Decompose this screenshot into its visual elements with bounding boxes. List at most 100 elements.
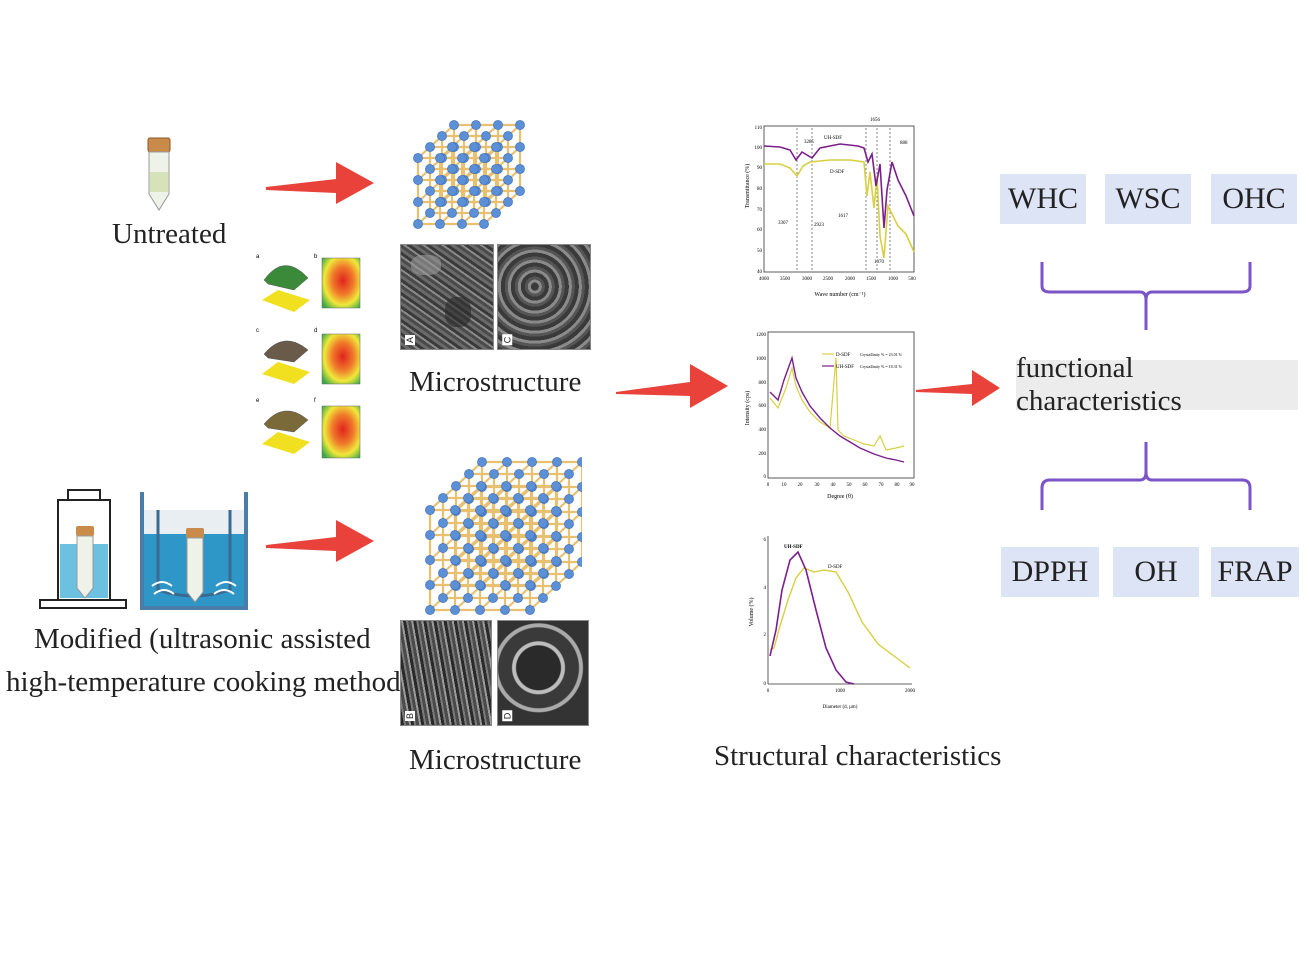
lattice-atom bbox=[438, 518, 448, 528]
lattice-atom bbox=[515, 164, 525, 174]
ftir-ytick: 100 bbox=[755, 146, 763, 151]
xrd-ytick: 0 bbox=[764, 475, 767, 480]
xrd-xtick: 40 bbox=[831, 483, 837, 488]
lattice-atom bbox=[513, 593, 523, 603]
lattice-atom bbox=[515, 120, 525, 130]
lattice-atom bbox=[475, 530, 485, 540]
ftir-ytick: 50 bbox=[757, 249, 763, 254]
lattice-atom bbox=[502, 457, 512, 467]
lattice-atom bbox=[500, 505, 510, 515]
lattice-atom bbox=[447, 186, 457, 196]
lattice-atom bbox=[438, 493, 448, 503]
psd-series-label-dsdf: D-SDF bbox=[828, 565, 843, 570]
lattice-atom bbox=[538, 493, 548, 503]
xrd-xtick: 70 bbox=[879, 483, 885, 488]
panel-letter-c: c bbox=[256, 328, 259, 334]
sem-image-d: D bbox=[497, 620, 589, 726]
lattice-atom bbox=[463, 518, 473, 528]
lattice-atom bbox=[477, 457, 487, 467]
lattice-atom bbox=[481, 131, 491, 141]
lattice-atom bbox=[476, 481, 486, 491]
ftir-xlabel: Wave number (cm⁻¹) bbox=[814, 291, 865, 298]
lattice-atom bbox=[488, 568, 498, 578]
psd-xtick: 0 bbox=[767, 689, 770, 694]
lattice-atom bbox=[491, 142, 501, 152]
ftir-annotation: 1656 bbox=[870, 118, 881, 123]
xrd-xtick: 50 bbox=[847, 483, 853, 488]
xrd-xlabel: Degree (θ) bbox=[827, 493, 853, 500]
arrow-microstructure-to-structural bbox=[616, 364, 728, 408]
arrow-modified-to-microstructure bbox=[266, 520, 374, 562]
lattice-atom bbox=[425, 186, 435, 196]
lattice-atom bbox=[469, 208, 479, 218]
lattice-atom bbox=[489, 469, 499, 479]
ftir-series-label-dsdf: D-SDF bbox=[830, 170, 845, 175]
lattice-atom bbox=[435, 219, 445, 229]
xrd-xtick: 0 bbox=[767, 483, 770, 488]
ftir-xtick: 4000 bbox=[759, 277, 770, 282]
particle-size-chart: Volume (%) 6 4 2 0 UH-SDF D-SDF 0 1000 2… bbox=[748, 536, 916, 710]
xrd-xtick: 90 bbox=[910, 483, 916, 488]
lattice-atom bbox=[438, 568, 448, 578]
ftir-ytick: 40 bbox=[757, 270, 763, 275]
ftir-xtick: 2000 bbox=[845, 277, 856, 282]
lattice-atom bbox=[491, 186, 501, 196]
lattice-atom bbox=[503, 175, 513, 185]
lattice-atom bbox=[488, 543, 498, 553]
lattice-atom bbox=[503, 153, 513, 163]
lattice-atom bbox=[525, 580, 535, 590]
sem-letter-b: B bbox=[405, 710, 416, 722]
lattice-atom bbox=[500, 580, 510, 590]
xrd-ytick: 200 bbox=[759, 452, 767, 457]
psd-ytick: 0 bbox=[764, 682, 767, 687]
psd-ytick: 4 bbox=[764, 586, 767, 591]
lattice-atom bbox=[459, 131, 469, 141]
lattice-atom bbox=[491, 164, 501, 174]
lattice-atom bbox=[425, 580, 435, 590]
lattice-atom bbox=[501, 481, 511, 491]
lattice-atom bbox=[515, 142, 525, 152]
psd-xtick: 1000 bbox=[835, 689, 846, 694]
lattice-atom bbox=[488, 518, 498, 528]
lattice-atom bbox=[525, 555, 535, 565]
lattice-atom bbox=[514, 469, 524, 479]
lattice-atom bbox=[450, 605, 460, 615]
lattice-atom bbox=[435, 197, 445, 207]
xrd-ytick: 400 bbox=[759, 428, 767, 433]
xrd-xtick: 60 bbox=[863, 483, 869, 488]
functional-characteristics-title: functional characteristics bbox=[1016, 352, 1298, 417]
psd-line-dsdf bbox=[769, 567, 911, 669]
brace-bottom bbox=[1040, 442, 1252, 510]
ftir-line-uhsdf bbox=[763, 143, 915, 229]
lattice-atom bbox=[449, 120, 459, 130]
lattice-atom bbox=[438, 593, 448, 603]
lattice-atom bbox=[463, 493, 473, 503]
lattice-atom bbox=[413, 175, 423, 185]
lattice-atom bbox=[475, 580, 485, 590]
panel-letter-a: a bbox=[256, 254, 260, 260]
panel-letter-f: f bbox=[314, 398, 316, 404]
panel-letter-d: d bbox=[314, 328, 317, 334]
lattice-atom bbox=[500, 530, 510, 540]
lattice-atom bbox=[564, 544, 574, 554]
untreated-label: Untreated bbox=[112, 218, 227, 250]
ftir-ytick: 80 bbox=[757, 187, 763, 192]
lattice-atom bbox=[413, 219, 423, 229]
frap-box: FRAP bbox=[1211, 547, 1299, 597]
lattice-atom bbox=[469, 186, 479, 196]
lattice-atom bbox=[457, 219, 467, 229]
lattice-atom bbox=[488, 493, 498, 503]
sem-letter-d: D bbox=[502, 710, 513, 722]
brace-top bbox=[1040, 262, 1252, 330]
lattice-atom bbox=[475, 605, 485, 615]
sem-image-b: B bbox=[400, 620, 492, 726]
lattice-atom bbox=[425, 505, 435, 515]
lattice-atom bbox=[551, 581, 561, 591]
lattice-atom bbox=[515, 186, 525, 196]
lattice-atom bbox=[564, 519, 574, 529]
psd-ytick: 2 bbox=[764, 633, 767, 638]
microstructure-label-top: Microstructure bbox=[409, 366, 582, 398]
lattice-atom bbox=[437, 131, 447, 141]
lattice-atom bbox=[526, 481, 536, 491]
lattice-atom bbox=[503, 131, 513, 141]
